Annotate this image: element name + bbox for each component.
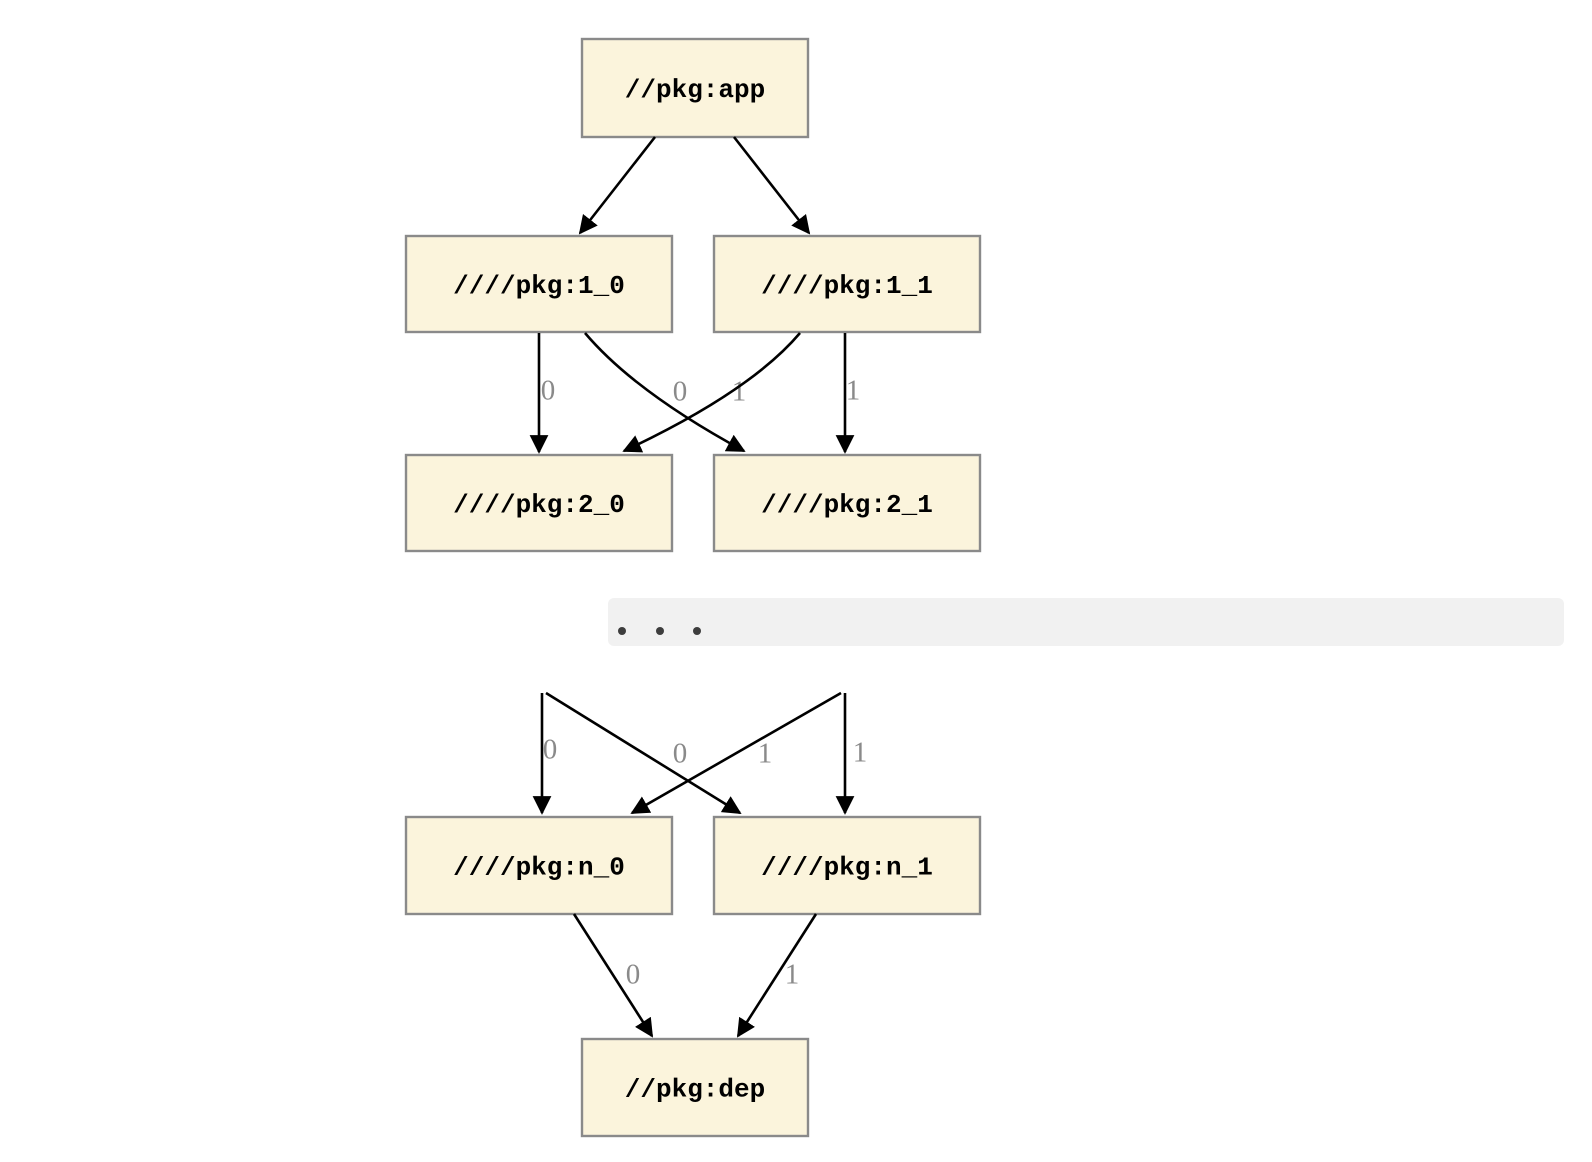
edge-n_1-to-dep <box>736 913 818 1038</box>
node-1_0-box <box>404 234 674 334</box>
node-n_0: ////pkg:n_0 <box>404 815 674 916</box>
node-2_1-label: ////pkg:2_1 <box>761 490 933 520</box>
node-2_1-box <box>712 453 982 553</box>
node-dep: //pkg:dep <box>580 1037 810 1138</box>
node-1_1: ////pkg:1_1 <box>712 234 982 334</box>
edge-ellipsis-to-n_0-cross-label: 0 <box>673 737 688 769</box>
node-dep-box <box>580 1037 810 1138</box>
node-n_1-label: ////pkg:n_1 <box>761 853 933 883</box>
ellipsis-band-rect <box>608 598 1564 646</box>
node-n_1: ////pkg:n_1 <box>712 815 982 916</box>
ellipsis-dot-icon <box>656 627 664 635</box>
edge-1_0-to-2_1 <box>584 332 746 453</box>
node-app: //pkg:app <box>580 37 810 139</box>
node-1_1-box <box>712 234 982 334</box>
edge-app-to-1_1 <box>732 136 811 235</box>
node-2_0-label: ////pkg:2_0 <box>453 490 625 520</box>
ellipsis-dot-icon <box>618 627 626 635</box>
edge-n_0-to-dep-label: 0 <box>626 958 641 990</box>
edge-1_0-to-2_0-label: 0 <box>541 374 556 406</box>
node-1_0: ////pkg:1_0 <box>404 234 674 334</box>
edge-n_1-to-dep-label: 1 <box>785 958 800 990</box>
edge-1_1-to-2_0 <box>622 332 801 453</box>
edge-ellipsis-to-n_0-cross <box>630 691 842 815</box>
node-app-label: //pkg:app <box>625 75 765 105</box>
node-dep-label: //pkg:dep <box>625 1075 765 1105</box>
node-n_0-label: ////pkg:n_0 <box>453 853 625 883</box>
edge-ellipsis-to-n_1-straight-label: 1 <box>853 736 868 768</box>
ellipsis-dot-icon <box>693 627 701 635</box>
edge-1_1-to-2_1-label: 1 <box>846 374 861 406</box>
node-2_1: ////pkg:2_1 <box>712 453 982 553</box>
edge-1_1-to-2_0-label: 0 <box>673 375 688 407</box>
ellipsis-band <box>608 598 1564 646</box>
edge-app-to-1_0 <box>578 136 657 235</box>
edge-ellipsis-to-n_0-straight-label: 0 <box>543 733 558 765</box>
edge-ellipsis-to-n_1-cross-label: 1 <box>758 737 773 769</box>
node-2_0: ////pkg:2_0 <box>404 453 674 553</box>
edge-n_0-to-dep <box>572 913 654 1038</box>
edge-ellipsis-to-n_1-cross <box>545 691 742 815</box>
node-n_1-box <box>712 815 982 916</box>
node-1_0-label: ////pkg:1_0 <box>453 271 625 301</box>
node-2_0-box <box>404 453 674 553</box>
node-n_0-box <box>404 815 674 916</box>
node-1_1-label: ////pkg:1_1 <box>761 271 933 301</box>
node-app-box <box>580 37 810 139</box>
